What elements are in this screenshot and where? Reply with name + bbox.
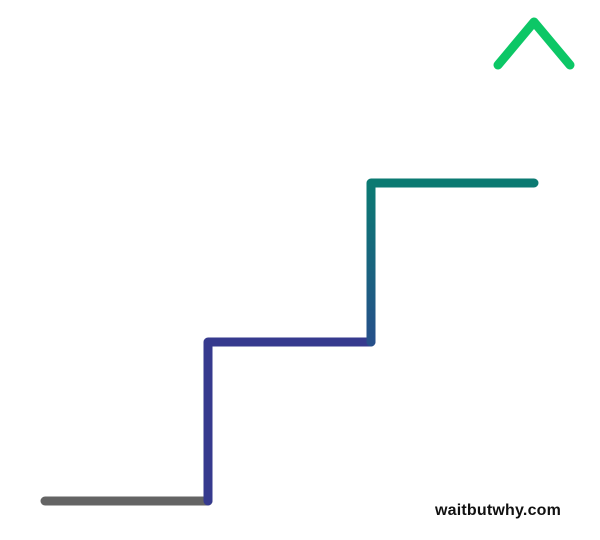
- step-1-segment: [203, 337, 376, 506]
- watermark-text: waitbutwhy.com: [435, 502, 562, 519]
- arrow-up-icon: [493, 17, 575, 70]
- step-2-segment: [366, 178, 539, 347]
